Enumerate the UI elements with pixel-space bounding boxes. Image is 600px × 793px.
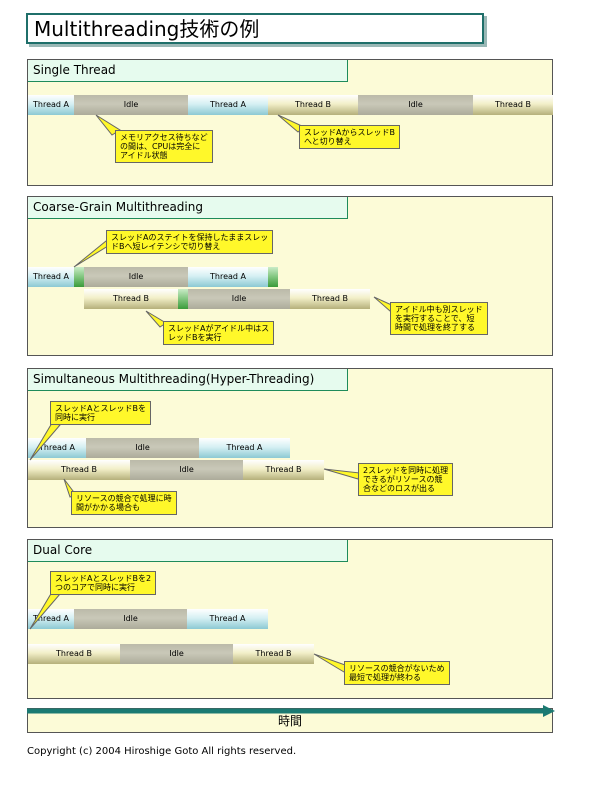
timeline: 時間 xyxy=(27,705,555,733)
note-finish-fast: アイドル中も別スレッド を実行することで、短 時間で処理を終了する xyxy=(390,302,488,335)
note-switch-latency: スレッドAのステイトを保持したままスレッ ドBへ短レイテンシで切り替え xyxy=(106,230,274,254)
note-idle: メモリアクセス待ちなど の間は、CPUは完全に アイドル状態 xyxy=(115,130,213,163)
note-switch: スレッドAからスレッドB へと切り替え xyxy=(299,125,400,149)
thread-a-bar: Thread A xyxy=(28,95,74,115)
thread-a-bar: Thread A xyxy=(188,267,268,287)
thread-b-bar: Thread B xyxy=(28,460,130,480)
panel-title: Single Thread xyxy=(28,60,348,82)
thread-a-bar: Thread A xyxy=(28,267,74,287)
thread-b-bar: Thread B xyxy=(473,95,553,115)
thread-b-bar: Thread B xyxy=(268,95,358,115)
thread-b-bar: Thread B xyxy=(243,460,324,480)
idle-bar: Idle xyxy=(74,95,188,115)
switch-marker xyxy=(268,267,278,287)
panel-title: Simultaneous Multithreading(Hyper-Thread… xyxy=(28,369,348,391)
copyright: Copyright (c) 2004 Hiroshige Goto All ri… xyxy=(27,746,297,757)
page-title: Multithreading技術の例 xyxy=(26,13,484,44)
switch-marker xyxy=(178,289,188,309)
note-loss: 2スレッドを同時に処理 できるがリソースの競 合などのロスが出る xyxy=(358,463,454,496)
note-simultaneous: スレッドAとスレッドBを 同時に実行 xyxy=(50,401,151,425)
thread-a-bar: Thread A xyxy=(28,438,86,458)
thread-a-bar: Thread A xyxy=(199,438,290,458)
note-shortest: リソースの競合がないため 最短で処理が終わる xyxy=(344,661,450,685)
panel-title: Dual Core xyxy=(28,540,348,562)
switch-marker xyxy=(74,267,84,287)
thread-b-bar: Thread B xyxy=(290,289,370,309)
thread-a-bar: Thread A xyxy=(28,609,74,629)
panel-title: Coarse-Grain Multithreading xyxy=(28,197,348,219)
idle-bar: Idle xyxy=(130,460,243,480)
thread-a-bar: Thread A xyxy=(187,609,268,629)
idle-bar: Idle xyxy=(84,267,188,287)
thread-b-bar: Thread B xyxy=(84,289,178,309)
timeline-label: 時間 xyxy=(277,714,302,728)
panel-dual-core: Dual Core Thread A Idle Thread A Thread … xyxy=(27,539,553,699)
thread-b-bar: Thread B xyxy=(28,644,120,664)
panel-coarse-grain: Coarse-Grain Multithreading Thread A Idl… xyxy=(27,196,553,356)
idle-bar: Idle xyxy=(358,95,473,115)
idle-bar: Idle xyxy=(120,644,233,664)
idle-bar: Idle xyxy=(188,289,290,309)
note-dual-core: スレッドAとスレッドBを2 つのコアで同時に実行 xyxy=(50,571,157,595)
panel-simultaneous: Simultaneous Multithreading(Hyper-Thread… xyxy=(27,368,553,528)
idle-bar: Idle xyxy=(86,438,199,458)
thread-a-bar: Thread A xyxy=(188,95,268,115)
panel-single-thread: Single Thread Thread A Idle Thread A Thr… xyxy=(27,59,553,186)
idle-bar: Idle xyxy=(74,609,187,629)
thread-b-bar: Thread B xyxy=(233,644,314,664)
note-run-b: スレッドAがアイドル中はス レッドBを実行 xyxy=(163,321,275,345)
note-contention: リソースの競合で処理に時 間がかかる場合も xyxy=(71,491,177,515)
